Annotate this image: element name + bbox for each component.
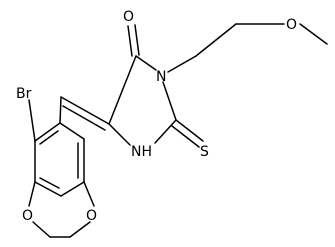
bond-c5-cexo-1 <box>60 96 110 125</box>
bond-ar-inner-2 <box>39 177 60 189</box>
bond-ar-o-left <box>28 181 36 207</box>
bond-n3-c4 <box>135 55 157 71</box>
bond-c5-c4 <box>108 55 137 125</box>
bond-ar-o-right <box>83 181 95 207</box>
atom-s-thione: S <box>200 144 209 160</box>
atom-br: Br <box>16 86 32 102</box>
atom-nh: NH <box>131 144 152 160</box>
atom-o-dioxole-left: O <box>22 208 33 224</box>
bond-o-ch2-right <box>69 221 91 238</box>
bond-ar-a4-a5 <box>60 181 85 197</box>
bond-o-ch3 <box>299 23 328 45</box>
bond-o-ch2-left <box>32 221 51 238</box>
bond-n1-c5 <box>108 123 131 146</box>
bond-ar-a6-a1 <box>59 122 85 140</box>
atom-o-methoxy: O <box>286 17 297 33</box>
bond-c2-s-2 <box>171 125 200 148</box>
bond-c2-n1 <box>154 119 177 144</box>
atom-labels: Br O N O NH S O O <box>16 9 297 224</box>
bond-c5-cexo-2 <box>62 105 106 131</box>
bond-c4-o-2 <box>134 24 140 56</box>
atom-o-dioxole-right: O <box>86 208 97 224</box>
bond-n3-ch2 <box>167 55 197 73</box>
bond-n3-c2 <box>162 81 177 121</box>
bond-ar-br <box>28 99 36 142</box>
bond-ar-a1-a2 <box>34 122 61 142</box>
atom-n3: N <box>156 69 166 85</box>
bond-ar-a3-a4 <box>34 181 62 197</box>
bond-ar-inner-1 <box>39 130 59 145</box>
bond-c2-s-1 <box>175 119 204 142</box>
bond-cexo-aryl <box>59 96 62 124</box>
bonds <box>28 23 328 238</box>
bond-c4-o-1 <box>127 25 133 57</box>
atom-o-carbonyl: O <box>123 9 134 25</box>
bond-ch2-ch2 <box>195 23 237 57</box>
